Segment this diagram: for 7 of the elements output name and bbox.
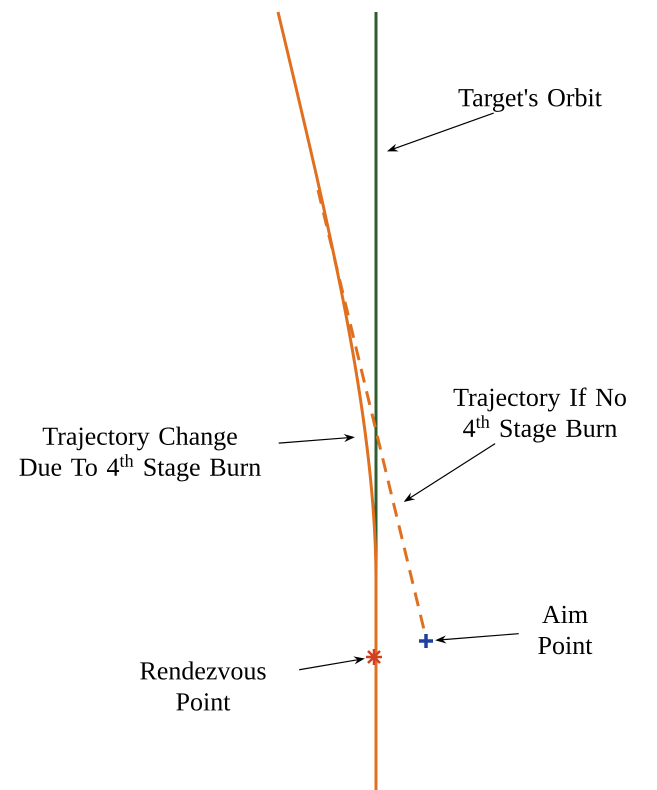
label-text: Trajectory If No 4$^{th}$ Stage Burn — [454, 388, 626, 442]
label-text: Rendezvous Point — [140, 661, 266, 711]
label-text: Target's Orbit — [458, 88, 602, 112]
aim-point-mark — [417, 632, 435, 650]
rendezvous-mark — [364, 648, 384, 666]
label-text: Trajectory Change Due To 4$^{th}$ Stage Burn — [20, 426, 261, 482]
label-text: Aim Point — [538, 606, 592, 654]
